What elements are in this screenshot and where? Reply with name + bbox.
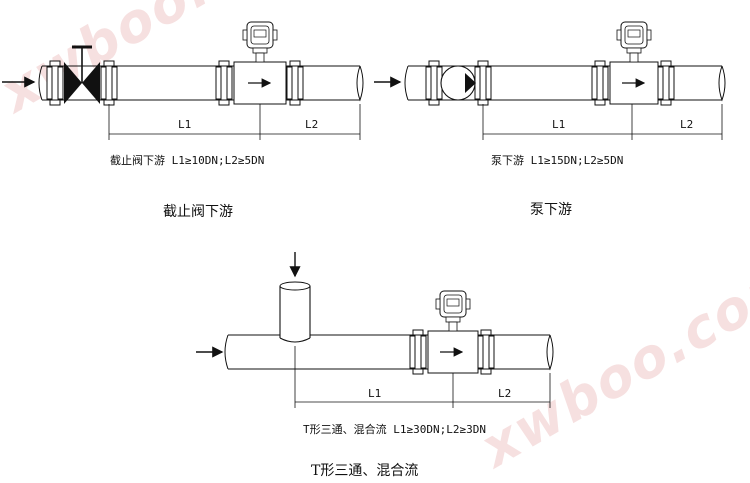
diagram-3 bbox=[196, 252, 554, 408]
meter-body-1 bbox=[233, 61, 287, 105]
dim-label-l2-1: L2 bbox=[305, 118, 319, 131]
pipe-3 bbox=[228, 334, 550, 370]
pipe-1 bbox=[42, 65, 360, 101]
flange-2a bbox=[425, 60, 443, 106]
dim-label-l1-1: L1 bbox=[178, 118, 192, 131]
flange-2b bbox=[474, 60, 492, 106]
flange-1c bbox=[215, 60, 233, 106]
title-3: T形三通、混合流 bbox=[311, 463, 419, 479]
dim-label-l2-2: L2 bbox=[680, 118, 694, 131]
valve-body-left bbox=[64, 62, 82, 104]
flange-1d bbox=[286, 60, 304, 106]
flange-2c bbox=[591, 60, 609, 106]
caption-1: 截止阀下游 L1≥10DN;L2≥5DN bbox=[110, 154, 265, 167]
flange-3b bbox=[477, 329, 495, 375]
flange-1a bbox=[46, 60, 64, 106]
dim-label-l1-3: L1 bbox=[368, 387, 382, 400]
valve-body-right bbox=[82, 62, 100, 104]
diagram-2 bbox=[374, 21, 726, 140]
transmitter-3 bbox=[435, 290, 471, 332]
transmitter-2 bbox=[616, 21, 652, 63]
title-1: 截止阀下游 bbox=[163, 204, 233, 220]
pump-triangle bbox=[465, 73, 476, 93]
caption-2: 泵下游 L1≥15DN;L2≥5DN bbox=[491, 154, 624, 167]
caption-3: T形三通、混合流 L1≥30DN;L2≥3DN bbox=[303, 423, 486, 436]
title-2: 泵下游 bbox=[530, 202, 572, 218]
flange-2d bbox=[657, 60, 675, 106]
dim-label-l2-3: L2 bbox=[498, 387, 512, 400]
dim-label-l1-2: L1 bbox=[552, 118, 566, 131]
tee-branch bbox=[279, 286, 311, 338]
transmitter-1 bbox=[242, 21, 278, 63]
diagram-1 bbox=[2, 21, 364, 140]
flange-1b bbox=[100, 60, 118, 106]
flange-3a bbox=[409, 329, 427, 375]
